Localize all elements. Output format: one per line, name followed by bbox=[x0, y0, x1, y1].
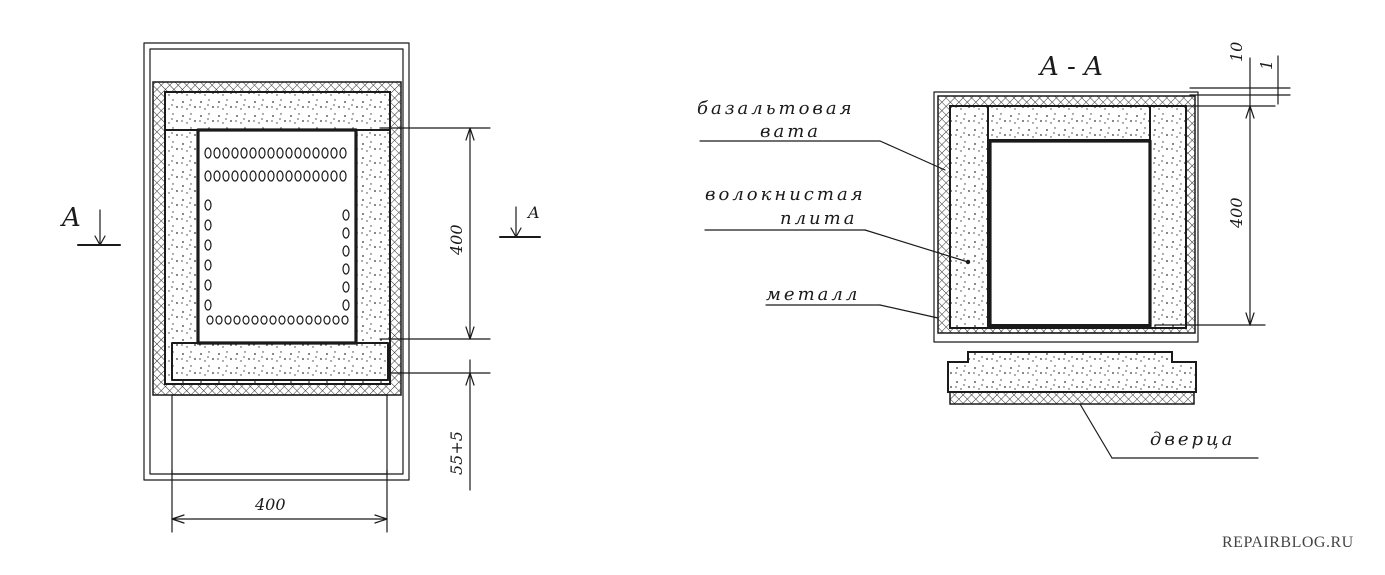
coil-loop bbox=[341, 315, 349, 325]
coil-loop bbox=[204, 199, 212, 211]
door-metal bbox=[949, 391, 1195, 405]
label-basalt-1: базальтовая bbox=[697, 98, 855, 119]
coil-loop bbox=[260, 315, 268, 325]
coil-loop bbox=[278, 315, 286, 325]
coil-loop bbox=[294, 147, 302, 159]
section-view: A - A базальтовая вата волокнистая плита… bbox=[697, 42, 1291, 459]
dim-height-400: 400 bbox=[447, 224, 466, 256]
coil-loop bbox=[321, 170, 329, 182]
coil-loop bbox=[213, 147, 221, 159]
coil-loop bbox=[330, 170, 338, 182]
coil-loop bbox=[204, 299, 212, 311]
coil-loop bbox=[240, 170, 248, 182]
site-watermark: REPAIRBLOG.RU bbox=[1222, 534, 1354, 551]
coil-loop bbox=[342, 227, 350, 239]
coil-loop bbox=[303, 147, 311, 159]
coil-loop bbox=[330, 147, 338, 159]
coil-loop bbox=[339, 147, 347, 159]
coil-loop bbox=[204, 147, 212, 159]
section-casing bbox=[933, 91, 1199, 343]
coil-loop bbox=[342, 299, 350, 311]
coil-loop bbox=[342, 209, 350, 221]
coil-loop bbox=[342, 281, 350, 293]
coil-loop bbox=[269, 315, 277, 325]
coil-loop bbox=[314, 315, 322, 325]
section-chamber bbox=[988, 139, 1152, 328]
coil-loop bbox=[231, 147, 239, 159]
coil-loop bbox=[303, 170, 311, 182]
coil-loop bbox=[332, 315, 340, 325]
coil-loop bbox=[339, 170, 347, 182]
coil-loop bbox=[305, 315, 313, 325]
coil-loop bbox=[294, 170, 302, 182]
coil-loop bbox=[323, 315, 331, 325]
coil-loop bbox=[204, 170, 212, 182]
dim-top-1: 1 bbox=[1257, 60, 1276, 70]
coil-loop bbox=[233, 315, 241, 325]
dim-top-10: 10 bbox=[1227, 42, 1246, 62]
label-fiber-2: плита bbox=[780, 208, 857, 229]
dim-width-400: 400 bbox=[254, 495, 286, 514]
door-area bbox=[171, 394, 388, 475]
coil-loop bbox=[222, 170, 230, 182]
coil-loop bbox=[285, 170, 293, 182]
dim-section-height-400: 400 bbox=[1227, 197, 1246, 229]
coil-loop bbox=[296, 315, 304, 325]
outer-casing bbox=[143, 42, 410, 481]
front-view: A A 400 55+5 400 bbox=[60, 42, 541, 533]
label-basalt-2: вата bbox=[760, 121, 821, 142]
dim-depth: 55+5 bbox=[447, 431, 466, 475]
section-mark-right: A bbox=[526, 203, 540, 222]
coil-loop bbox=[276, 170, 284, 182]
coil-loop bbox=[204, 279, 212, 291]
coil-loop bbox=[276, 147, 284, 159]
coil-loop bbox=[204, 239, 212, 251]
label-metal: металл bbox=[766, 284, 860, 305]
coil-loop bbox=[258, 147, 266, 159]
label-door: дверца bbox=[1150, 429, 1235, 450]
coil-loop bbox=[249, 147, 257, 159]
coil-loop bbox=[342, 245, 350, 257]
coil-loop bbox=[242, 315, 250, 325]
coil-loop bbox=[287, 315, 295, 325]
coil-loop bbox=[224, 315, 232, 325]
door bbox=[947, 351, 1197, 393]
coil-loop bbox=[215, 315, 223, 325]
coil-loop bbox=[321, 147, 329, 159]
coil-loop bbox=[267, 170, 275, 182]
coil-loop bbox=[342, 263, 350, 275]
label-fiber-1: волокнистая bbox=[705, 184, 866, 205]
coil-loop bbox=[267, 147, 275, 159]
chamber bbox=[196, 128, 358, 345]
coil-loop bbox=[231, 170, 239, 182]
coil-loop bbox=[258, 170, 266, 182]
coil-loop bbox=[206, 315, 214, 325]
coil-loop bbox=[204, 259, 212, 271]
coil-loop bbox=[222, 147, 230, 159]
coil-loop bbox=[204, 219, 212, 231]
coil-loop bbox=[251, 315, 259, 325]
coil-loop bbox=[213, 170, 221, 182]
coil-loop bbox=[240, 147, 248, 159]
coil-loop bbox=[249, 170, 257, 182]
coil-loop bbox=[285, 147, 293, 159]
coil-loop bbox=[312, 147, 320, 159]
coil-loop bbox=[312, 170, 320, 182]
section-mark-left: A bbox=[60, 203, 81, 233]
section-title: A - A bbox=[1038, 52, 1103, 82]
heating-coils bbox=[204, 147, 350, 325]
